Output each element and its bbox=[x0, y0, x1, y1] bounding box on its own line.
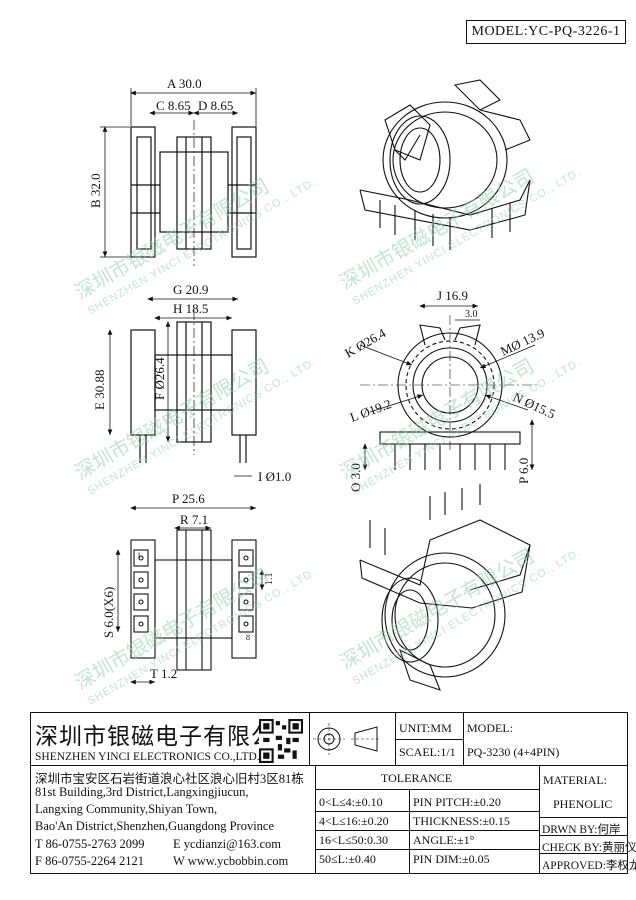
address-line-2: 81st Building,3rd District,Langxingjiucu… bbox=[35, 785, 249, 799]
watermark-en-2: SHENZHEN YINCI ELECTRONICS CO., LTD. bbox=[351, 166, 584, 307]
side-view bbox=[130, 310, 257, 463]
material-label: MATERIAL: bbox=[543, 773, 607, 787]
watermark-en-4: SHENZHEN YINCI ELECTRONICS CO., LTD. bbox=[351, 356, 584, 497]
contact-phone: T 86-0755-2763 2099 bbox=[35, 837, 145, 851]
dim-k: K Ø26.4 bbox=[342, 325, 389, 361]
approved-by: APPROVED:李权龙 bbox=[542, 860, 636, 872]
pin-number-1: 1 bbox=[137, 551, 141, 560]
dim-o: O 3.0 bbox=[348, 463, 363, 492]
tolerance-thickness: THICKNESS:±0.15 bbox=[413, 814, 510, 828]
address-line-4: Bao'An District,Shenzhen,Guangdong Provi… bbox=[35, 819, 275, 833]
model-field-label: MODEL: bbox=[467, 721, 513, 735]
pin-number-8: 8 bbox=[246, 633, 250, 642]
scale-label: SCAEL:1/1 bbox=[399, 745, 456, 759]
unit-label: UNIT:MM bbox=[399, 721, 452, 735]
dim-h: H 18.5 bbox=[173, 301, 208, 316]
contact-fax: F 86-0755-2264 2121 bbox=[35, 854, 145, 868]
dim-c: C 8.65 bbox=[156, 98, 191, 113]
tolerance-angle: ANGLE:±1° bbox=[413, 833, 475, 847]
dim-a: A 30.0 bbox=[167, 76, 202, 91]
technical-drawing: A 30.0 C 8.65 D 8.65 B 32.0 bbox=[71, 76, 584, 708]
dim-b: B 32.0 bbox=[88, 173, 103, 208]
flange-view-dims bbox=[359, 303, 536, 470]
model-label: MODEL:YC-PQ-3226-1 bbox=[466, 20, 626, 44]
dim-pitch: 1.1 bbox=[264, 573, 275, 586]
watermark-cn-2: 深圳市银磁电子有限公司 bbox=[336, 164, 539, 295]
check-by: CHECK BY:黄丽仪 bbox=[542, 842, 636, 854]
flange-view bbox=[360, 315, 540, 470]
dim-p: P 25.6 bbox=[172, 491, 205, 506]
isometric-view-bottom bbox=[359, 484, 531, 691]
qr-code-icon bbox=[259, 719, 303, 763]
contact-email: E ycdianzi@163.com bbox=[173, 837, 282, 851]
right-pin-slots bbox=[238, 549, 254, 633]
material-value: PHENOLIC bbox=[553, 797, 613, 811]
address-line-1: 深圳市宝安区石岩街道浪心社区浪心旧村3区81栋 bbox=[35, 772, 304, 786]
address-line-3: Langxing Community,Shiyan Town, bbox=[35, 802, 218, 816]
tolerance-range-3: 16<L≤50:0.30 bbox=[319, 833, 389, 847]
dim-r: R 7.1 bbox=[180, 512, 208, 527]
dim-g: G 20.9 bbox=[173, 282, 208, 297]
dim-i: I Ø1.0 bbox=[258, 469, 291, 484]
tolerance-range-1: 0<L≤4:±0.10 bbox=[319, 795, 383, 809]
dim-f: F Ø26.4 bbox=[152, 357, 167, 400]
projection-symbol-icon bbox=[313, 723, 381, 755]
isometric-view-top bbox=[359, 79, 531, 250]
tolerance-pin-dim: PIN DIM:±0.05 bbox=[413, 852, 490, 866]
dim-j-small: 3.0 bbox=[465, 309, 478, 320]
title-block: 深圳市银磁电子有限公司 SHENZHEN YINCI ELECTRONICS C… bbox=[30, 712, 636, 874]
drawn-by: DRWN BY:何岸 bbox=[542, 824, 621, 836]
contact-website: W www.ycbobbin.com bbox=[173, 854, 289, 868]
tolerance-range-4: 50≤L:±0.40 bbox=[319, 852, 376, 866]
dim-l: L Ø19.2 bbox=[348, 396, 393, 425]
front-view bbox=[130, 120, 257, 266]
dim-m: MØ 13.9 bbox=[498, 325, 547, 358]
dim-j: J 16.9 bbox=[437, 288, 468, 303]
front-view-dims bbox=[100, 88, 257, 258]
side-view-dims bbox=[107, 296, 252, 477]
model-field-value: PQ-3230 (4+4PIN) bbox=[467, 745, 560, 759]
dim-e: E 30.88 bbox=[92, 370, 107, 410]
tolerance-range-2: 4<L≤16:±0.20 bbox=[319, 814, 389, 828]
dim-p6: P 6.0 bbox=[516, 458, 531, 484]
watermark-group: 深圳市银磁电子有限公司 SHENZHEN YINCI ELECTRONICS C… bbox=[71, 164, 584, 708]
company-name-cn: 深圳市银磁电子有限公司 bbox=[35, 724, 299, 750]
pin-view-dims bbox=[115, 505, 265, 685]
dim-t: T 1.2 bbox=[150, 666, 177, 681]
dim-d: D 8.65 bbox=[198, 98, 233, 113]
tolerance-pin-pitch: PIN PITCH:±0.20 bbox=[413, 795, 501, 809]
left-pin-slots bbox=[133, 549, 149, 633]
tolerance-title: TOLERANCE bbox=[381, 771, 453, 785]
company-name-en: SHENZHEN YINCI ELECTRONICS CO.,LTD. bbox=[35, 751, 260, 763]
dim-s: S 6.0(X6) bbox=[101, 587, 116, 638]
